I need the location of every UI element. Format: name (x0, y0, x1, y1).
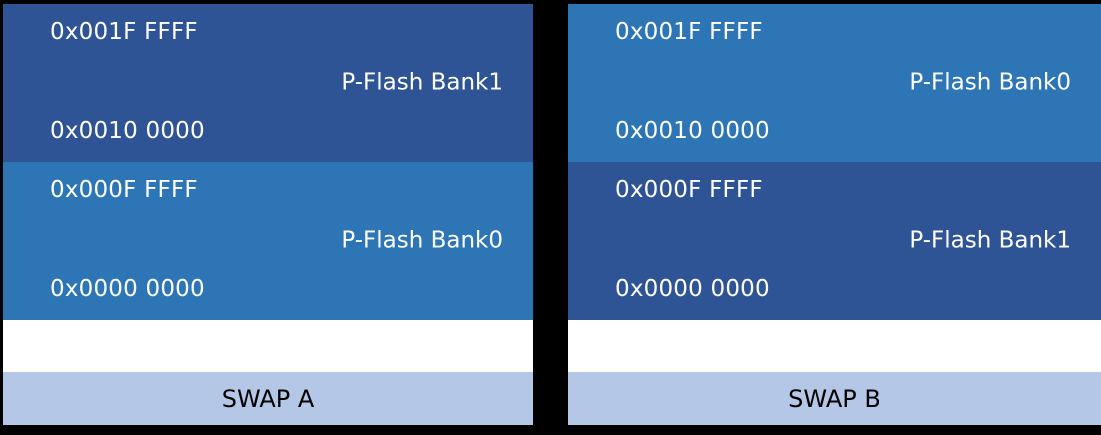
memory-block-upper: 0x001F FFFF P-Flash Bank1 0x0010 0000 (3, 4, 533, 162)
address-label-bottom: 0x0000 0000 (615, 276, 770, 302)
bank-name-label: P-Flash Bank1 (341, 69, 503, 96)
panel-swap-b: 0x001F FFFF P-Flash Bank0 0x0010 0000 0x… (568, 4, 1101, 425)
separator-gap (3, 320, 533, 372)
address-label-top: 0x001F FFFF (615, 19, 763, 45)
swap-caption-band: SWAP A (3, 372, 533, 425)
memory-map-swap-b: 0x001F FFFF P-Flash Bank0 0x0010 0000 0x… (568, 4, 1101, 320)
address-label-top: 0x000F FFFF (50, 177, 198, 203)
bank-name-label: P-Flash Bank0 (909, 69, 1071, 96)
address-label-bottom: 0x0010 0000 (50, 118, 205, 144)
panel-swap-a: 0x001F FFFF P-Flash Bank1 0x0010 0000 0x… (3, 4, 533, 425)
memory-block-upper: 0x001F FFFF P-Flash Bank0 0x0010 0000 (568, 4, 1101, 162)
memory-block-lower: 0x000F FFFF P-Flash Bank0 0x0000 0000 (3, 162, 533, 320)
address-label-top: 0x000F FFFF (615, 177, 763, 203)
bank-name-label: P-Flash Bank0 (341, 227, 503, 254)
separator-gap (568, 320, 1101, 372)
address-label-top: 0x001F FFFF (50, 19, 198, 45)
swap-caption-label: SWAP B (788, 384, 881, 413)
memory-map-swap-a: 0x001F FFFF P-Flash Bank1 0x0010 0000 0x… (3, 4, 533, 320)
address-label-bottom: 0x0000 0000 (50, 276, 205, 302)
memory-block-lower: 0x000F FFFF P-Flash Bank1 0x0000 0000 (568, 162, 1101, 320)
bank-name-label: P-Flash Bank1 (909, 227, 1071, 254)
swap-caption-label: SWAP A (221, 384, 315, 413)
address-label-bottom: 0x0010 0000 (615, 118, 770, 144)
swap-caption-band: SWAP B (568, 372, 1101, 425)
